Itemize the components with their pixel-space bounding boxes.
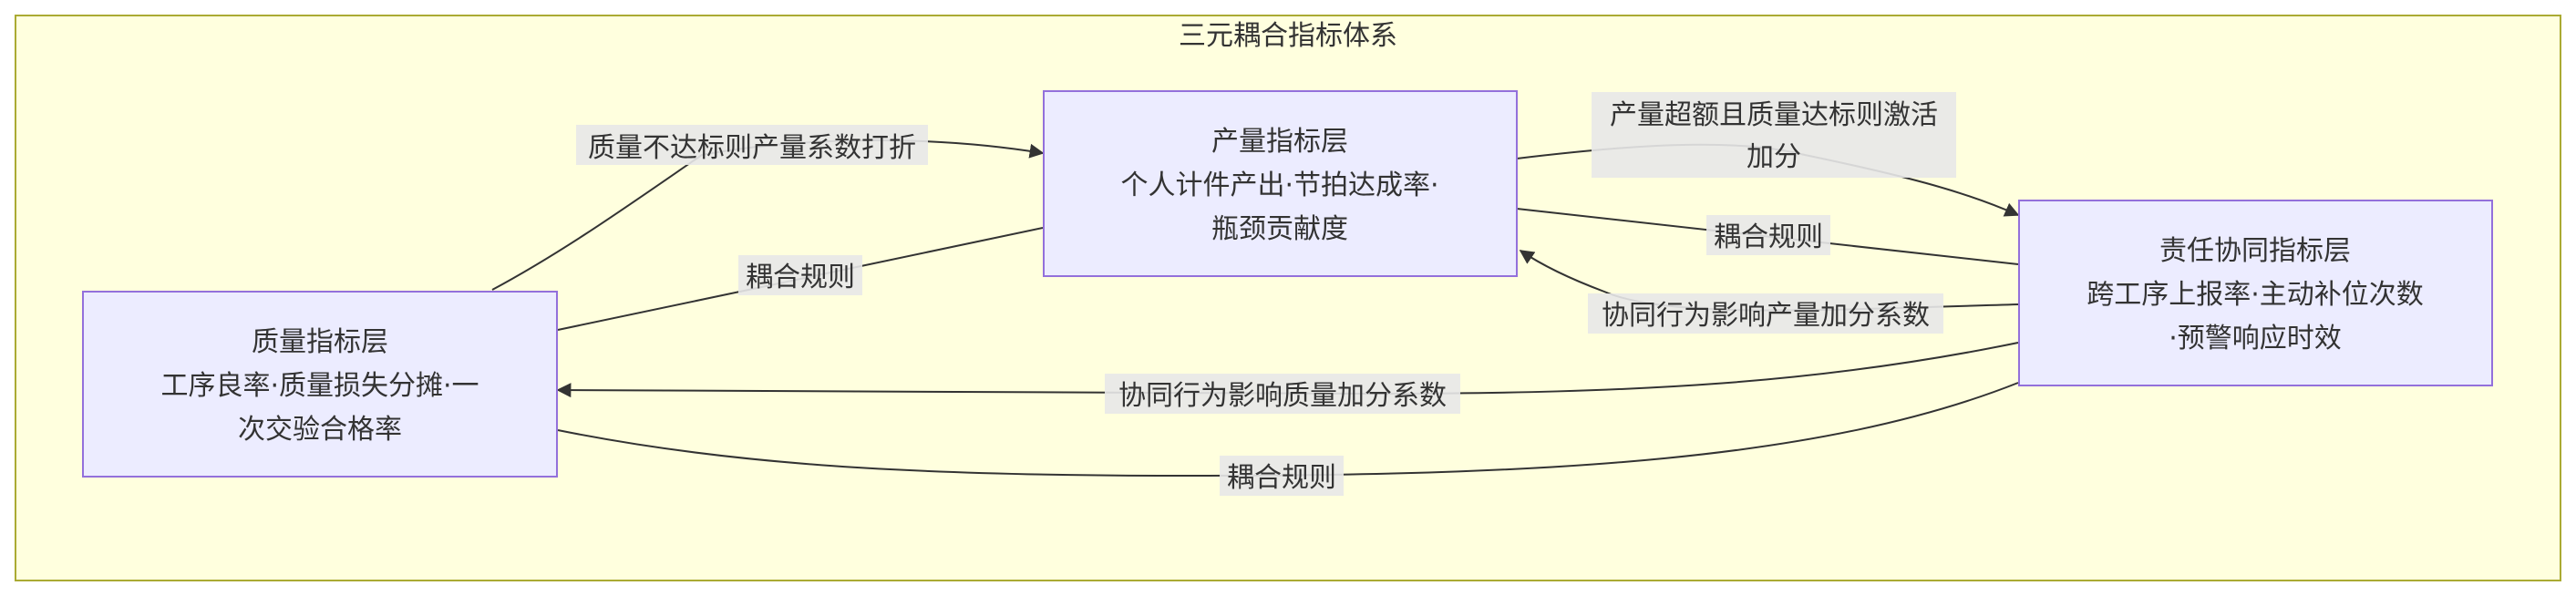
edge-label-discount-text: 质量不达标则产量系数打折 [588,132,916,164]
edge-label-quality-factor-text: 协同行为影响质量加分系数 [1118,380,1447,412]
node-quality-layer[interactable]: 质量指标层 工序良率·质量损失分摊·一 次交验合格率 [82,291,558,478]
edge-label-output-coop-coupling: 耦合规则 [1706,215,1830,255]
node-coop-line-3: ·预警响应时效 [2169,323,2342,355]
edge-labels: 质量不达标则产量系数打折 耦合规则 产量超额且质量达标则激活 加分 耦合规则 协… [576,92,1956,496]
edge-label-quality-output-coupling-text: 耦合规则 [746,262,855,293]
edge-label-quality-factor: 协同行为影响质量加分系数 [1105,374,1460,414]
edge-label-bonus-line-2: 加分 [1747,141,1801,173]
node-quality-line-1: 质量指标层 [252,326,388,358]
edge-label-output-factor: 协同行为影响产量加分系数 [1588,293,1943,334]
edge-label-discount: 质量不达标则产量系数打折 [576,125,928,165]
node-output-line-3: 瓶颈贡献度 [1211,213,1348,245]
node-coop-line-1: 责任协同指标层 [2159,235,2351,267]
node-coop-line-2: 跨工序上报率·主动补位次数 [2087,279,2424,311]
node-output-line-1: 产量指标层 [1211,126,1348,158]
node-quality-line-3: 次交验合格率 [238,414,402,446]
node-quality-line-2: 工序良率·质量损失分摊·一 [160,370,479,402]
cluster-title: 三元耦合指标体系 [1179,20,1397,52]
edge-label-bonus: 产量超额且质量达标则激活 加分 [1592,92,1956,178]
edge-label-output-factor-text: 协同行为影响产量加分系数 [1602,300,1930,332]
node-output-line-2: 个人计件产出·节拍达成率· [1120,170,1438,201]
node-output-layer[interactable]: 产量指标层 个人计件产出·节拍达成率· 瓶颈贡献度 [1043,90,1518,277]
nodes: 质量指标层 工序良率·质量损失分摊·一 次交验合格率 产量指标层 个人计件产出·… [82,90,2493,478]
edge-label-bonus-line-1: 产量超额且质量达标则激活 [1610,99,1938,131]
edge-label-output-coop-coupling-text: 耦合规则 [1714,221,1823,253]
edge-label-quality-output-coupling: 耦合规则 [738,255,862,295]
edge-label-quality-coop-coupling-text: 耦合规则 [1227,462,1336,494]
edge-label-quality-coop-coupling: 耦合规则 [1220,456,1344,496]
node-coop-layer[interactable]: 责任协同指标层 跨工序上报率·主动补位次数 ·预警响应时效 [2018,200,2493,386]
